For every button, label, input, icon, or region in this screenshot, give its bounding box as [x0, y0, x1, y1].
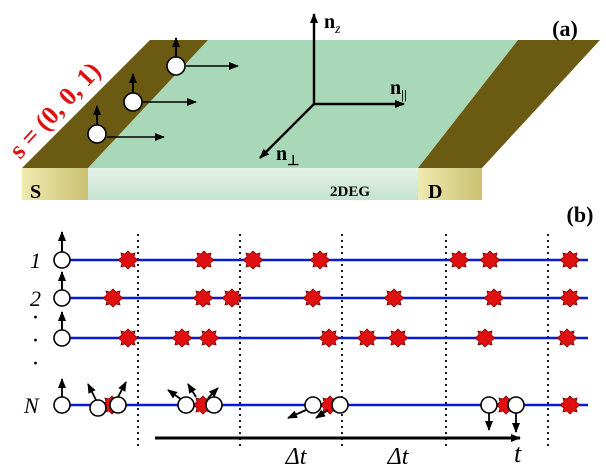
electron-spin-up: [53, 251, 71, 269]
row-label-n: N: [23, 393, 40, 418]
svg-text:n⊥: n⊥: [276, 143, 299, 169]
time-step-separators: [137, 234, 549, 450]
panel-a-label: (a): [552, 16, 578, 41]
row-label-dot: ·: [32, 306, 39, 331]
axis-nperp-subscript: ⊥: [287, 154, 299, 169]
electron-spin: [480, 396, 498, 414]
axis-nz-label: n: [324, 11, 335, 33]
electron-spin: [89, 399, 107, 417]
electron-spin: [205, 396, 223, 414]
electron-spin-up: [123, 92, 143, 112]
initial-electrons: [53, 231, 71, 347]
electron-spin-up: [166, 56, 186, 76]
panel-a-device: [22, 40, 600, 200]
source-contact-front: [22, 168, 88, 200]
gas-label: 2DEG: [330, 184, 370, 200]
source-contact-top: [22, 40, 208, 168]
row-label-2: 2: [30, 286, 41, 311]
row-n-electrons: [53, 378, 525, 433]
axis-nperp-arrow: [259, 103, 315, 159]
row-label-dot: ·: [32, 329, 39, 354]
drain-label: D: [428, 181, 442, 203]
electron-spin-up: [53, 289, 71, 307]
electron-spin-up: [53, 329, 71, 347]
panel-b-label: (b): [567, 202, 594, 227]
electron-spin: [304, 396, 322, 414]
interval-label-2: Δt: [387, 444, 410, 468]
axis-nperp-label: n: [276, 143, 287, 165]
axis-npar-label: n: [390, 77, 401, 99]
channel-front-face: [88, 168, 418, 200]
svg-text:n||: n||: [390, 77, 407, 102]
svg-text:nz: nz: [324, 11, 341, 37]
injected-spins: [87, 37, 239, 144]
source-label: S: [30, 181, 41, 203]
row-label-1: 1: [30, 248, 41, 273]
axis-npar-subscript: ||: [401, 87, 407, 102]
drain-contact-front: [418, 168, 482, 200]
electron-spin-up: [87, 124, 107, 144]
electron-spin: [331, 396, 349, 414]
time-label: t: [514, 439, 522, 468]
row-label-dot: ·: [32, 352, 39, 377]
interval-label-1: Δt: [285, 444, 308, 468]
electron-spin: [507, 396, 525, 414]
electron-spin: [109, 396, 127, 414]
channel-top-face: [88, 40, 518, 168]
impurities: [101, 250, 581, 415]
row-labels: 1 2 · · · N: [23, 248, 41, 418]
electron-spin: [53, 396, 71, 414]
axis-nz-subscript: z: [334, 22, 341, 37]
electron-spin: [177, 396, 195, 414]
drain-contact-top: [418, 40, 600, 168]
coordinate-axes: nz n|| n⊥: [259, 11, 407, 169]
